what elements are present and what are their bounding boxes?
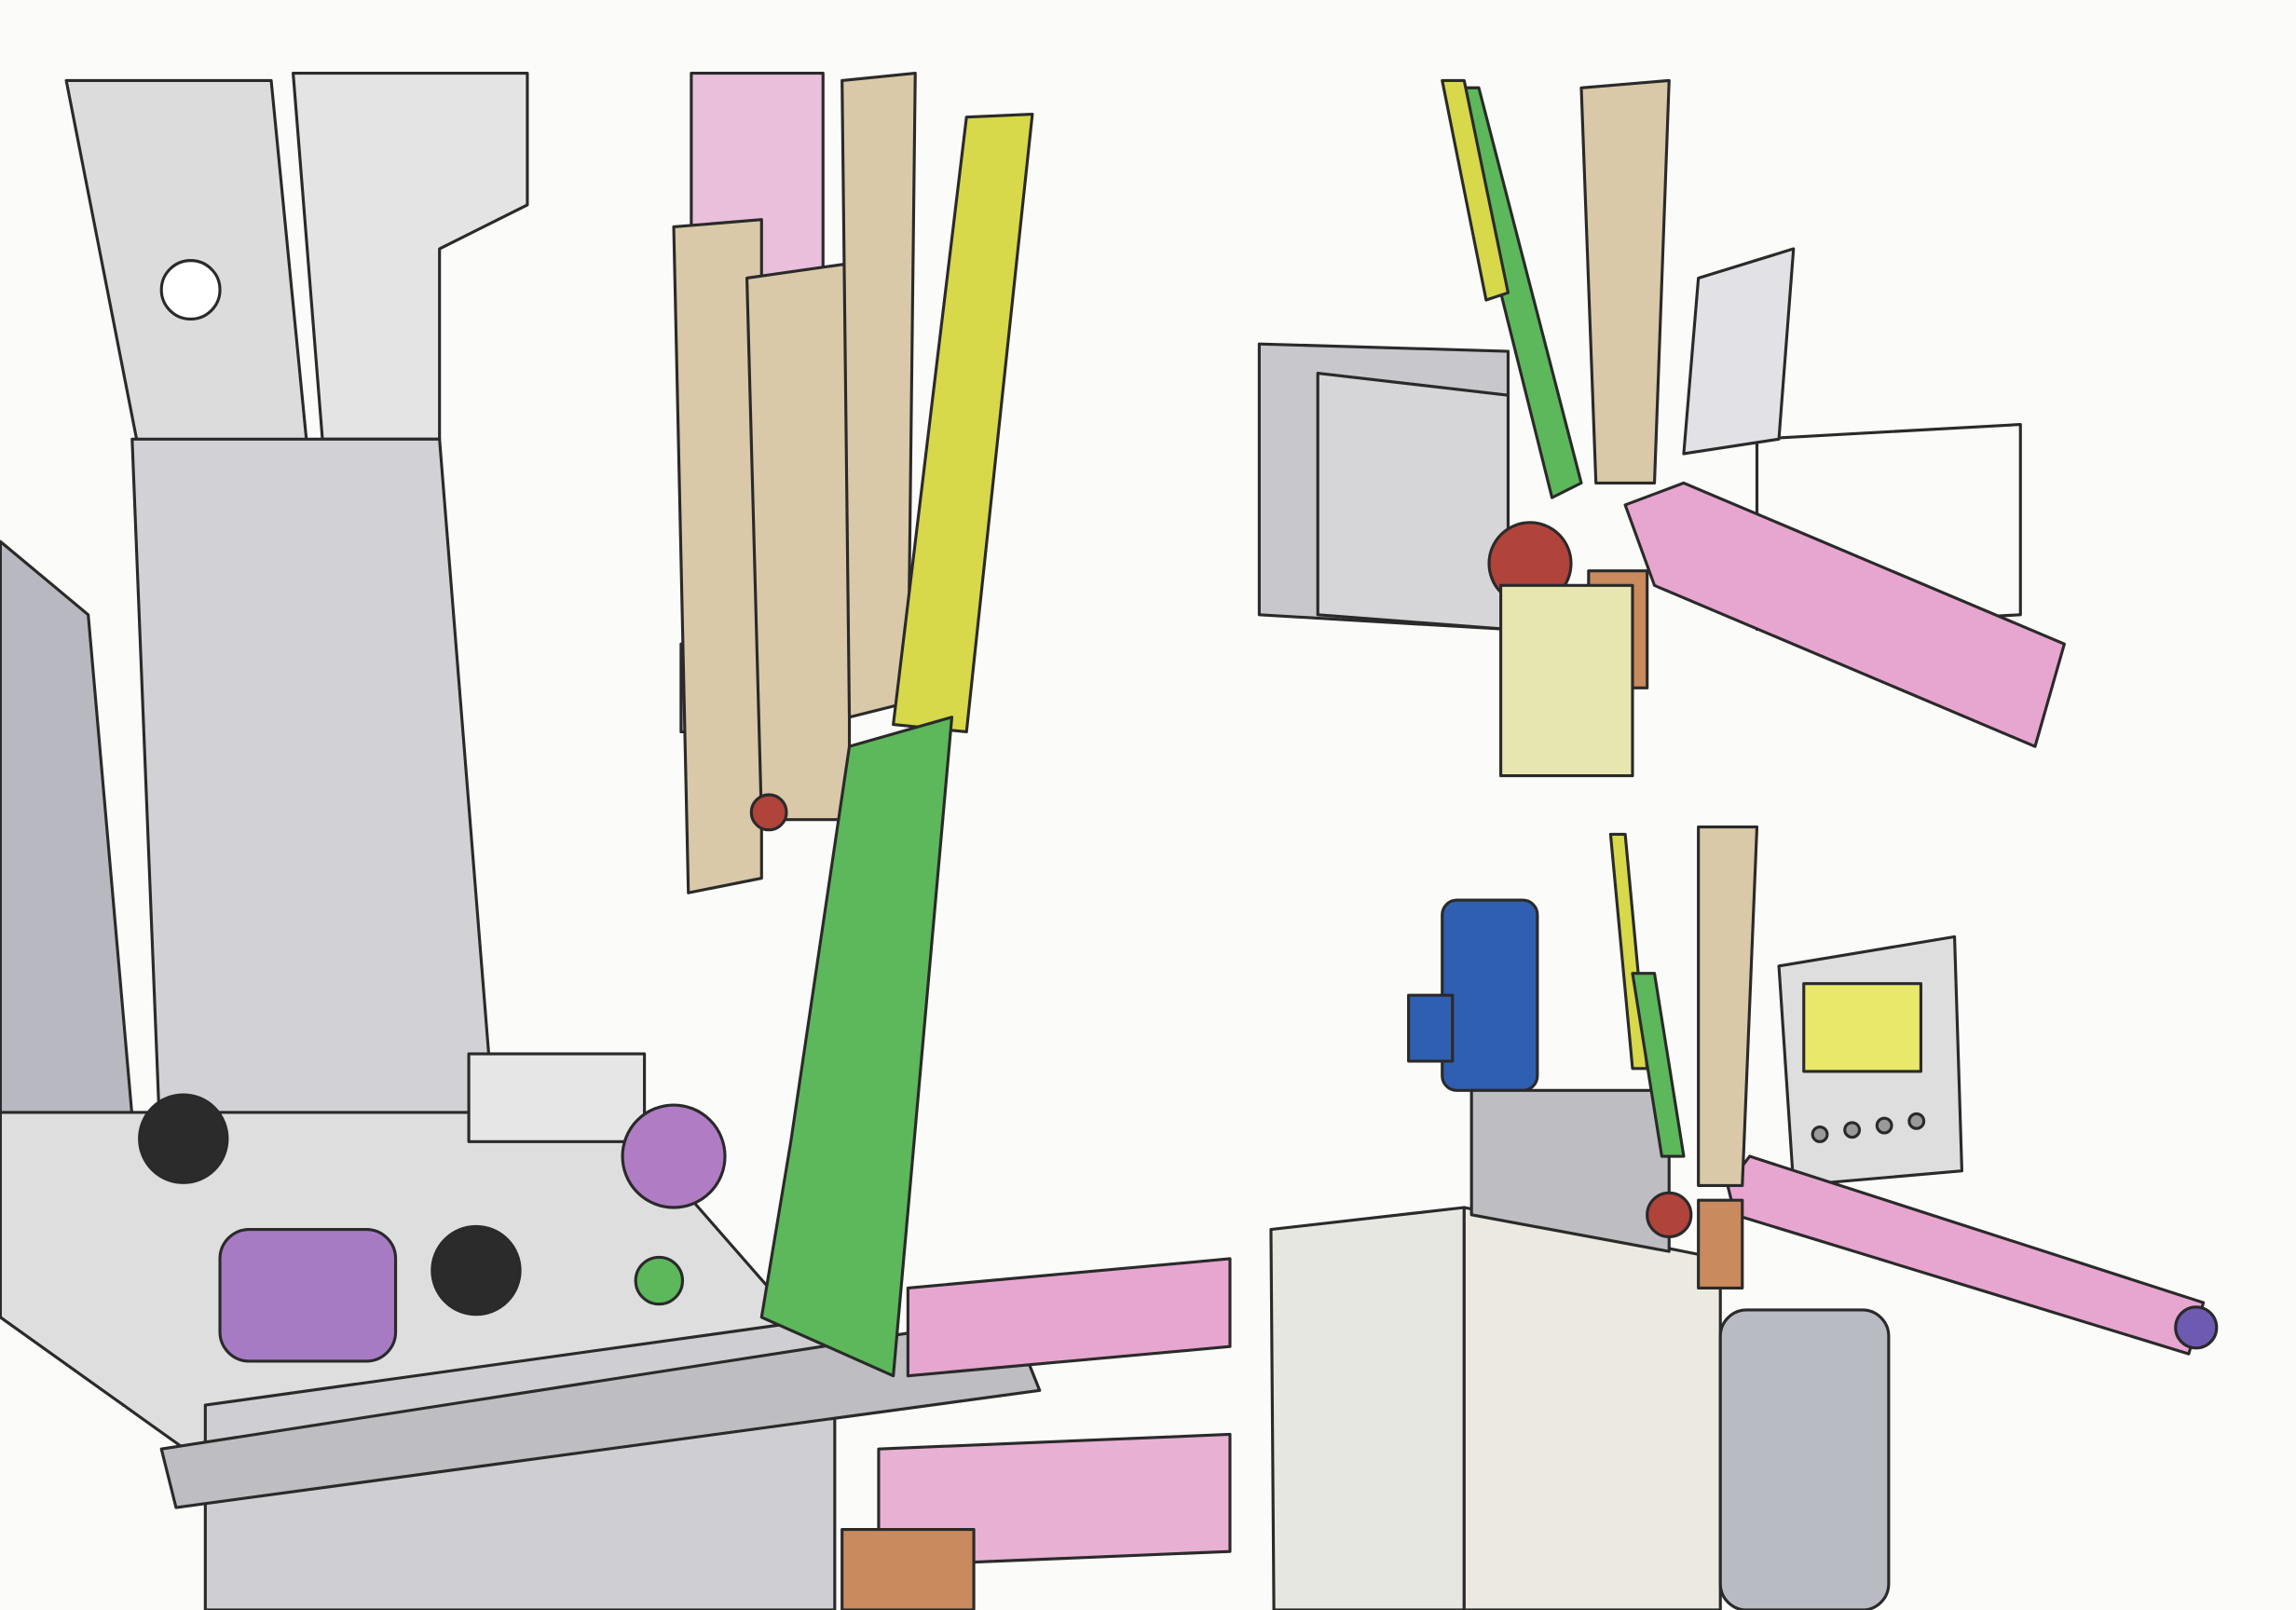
bottom-right-assembly (1269, 825, 2219, 1610)
panel-button (1811, 1126, 1829, 1143)
lower-bracket (159, 1316, 1042, 1509)
motor-body (1441, 898, 1539, 1092)
gray-housing (1469, 1088, 1671, 1253)
yellow-post (1499, 583, 1634, 778)
yellow-strip (1441, 78, 1510, 302)
housing-front (1316, 372, 1510, 632)
stand-cabinet (1462, 1206, 1722, 1610)
pink-rod-upper (906, 1257, 1232, 1378)
copper-roll (840, 1528, 976, 1610)
roller-end-cap (2174, 1305, 2219, 1350)
frame-column (130, 437, 500, 1173)
red-knob (749, 793, 788, 832)
purple-tape-roll (218, 1227, 398, 1363)
panel-button (1875, 1116, 1893, 1135)
yellow-bar (892, 112, 1034, 734)
roller-purple (621, 1103, 727, 1209)
perforated-strip-3 (840, 71, 917, 719)
panel-buttons (1811, 1112, 1926, 1143)
perforated-strip-2 (745, 262, 852, 822)
panel-button (1843, 1121, 1862, 1139)
green-bar (759, 716, 954, 1378)
red-wheel (1646, 1191, 1693, 1238)
clamp-block (467, 1052, 647, 1143)
green-strip (1631, 972, 1686, 1158)
perforated-strip (1579, 78, 1671, 484)
left-machine-detail (0, 71, 1232, 1610)
top-right-detail (1257, 78, 2066, 778)
cylinder-actuator (1682, 247, 1796, 456)
knob-right (430, 1224, 522, 1317)
frame-hole (159, 259, 222, 321)
perforated-strip-1 (672, 218, 763, 894)
knob-left (138, 1093, 229, 1184)
panel-button (1907, 1112, 1926, 1130)
copper-plate (1697, 1198, 1744, 1289)
motor-terminal-box (1407, 993, 1455, 1063)
perforated-strip (1697, 825, 1759, 1188)
bolt-green (634, 1255, 685, 1306)
frame-bracket (292, 71, 529, 441)
stainless-tank (1718, 1308, 1891, 1610)
pink-roller (1623, 481, 2066, 748)
panel-screen (1802, 982, 1923, 1073)
stand-frame (1269, 1206, 1466, 1610)
